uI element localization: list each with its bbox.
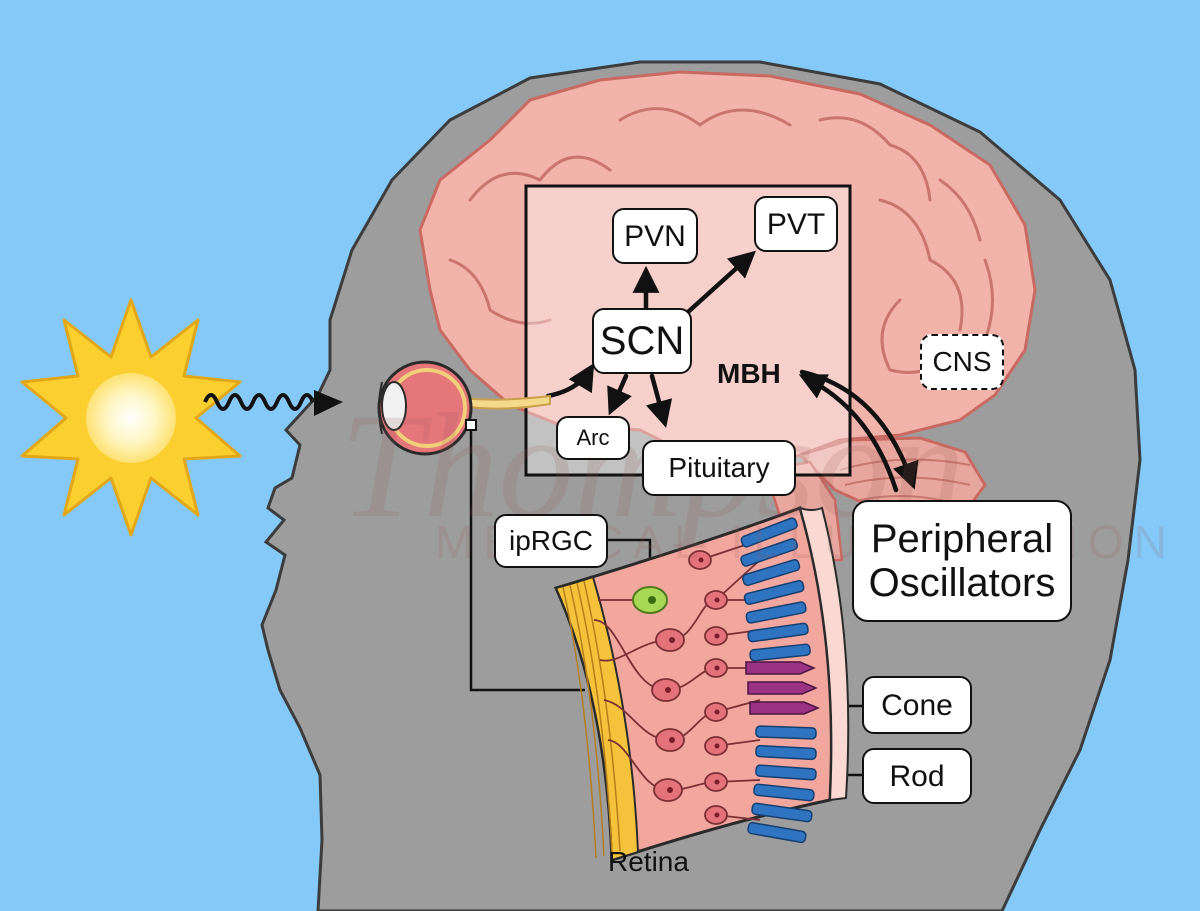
iprgc-cell [632,586,668,614]
arrow-scn-pituitary [646,373,673,428]
label-iprgc: ipRGC [494,514,608,568]
label-pituitary: Pituitary [642,440,796,496]
arrow-peripheral-mbh [798,374,899,493]
label-cns: CNS [920,334,1004,390]
label-peripheral: Peripheral [870,517,1054,561]
label-mbh: MBH [717,358,781,389]
photoreceptors-cones [745,661,820,715]
arrow-optic-scn [545,363,595,399]
sun [20,298,242,537]
optic-nerve [461,394,551,410]
light-wave [203,393,315,411]
photoreceptors-rods [740,517,817,844]
label-arc: Arc [556,416,630,460]
label-peripheral-oscillators: Peripheral Oscillators [852,500,1072,622]
label-rod: Rod [862,748,972,804]
scn-arrows [545,250,919,493]
arrow-scn-pvt [685,250,757,315]
label-pvt: PVT [754,196,838,252]
label-cone: Cone [862,676,972,734]
label-retina: Retina [608,846,689,877]
label-scn: SCN [592,308,692,374]
label-oscillators: Oscillators [868,561,1056,605]
arrow-scn-arc [607,373,632,416]
label-pvn: PVN [612,208,698,264]
light-wave-arrowhead [314,390,343,416]
retina-section [553,506,850,863]
eye [377,360,473,456]
